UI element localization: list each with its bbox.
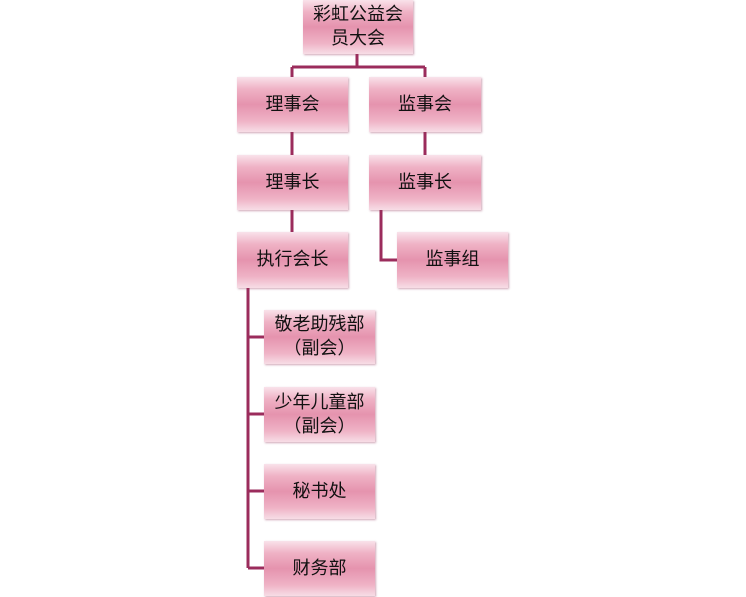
node-council: 理事会 — [237, 77, 348, 132]
node-supervisory-board: 监事会 — [369, 77, 481, 132]
connector-assembly-split — [290, 54, 427, 77]
node-chairman: 理事长 — [237, 155, 348, 210]
connector-executive-departments — [246, 288, 264, 570]
node-elderly-disabled-dept: 敬老助残部 （副会） — [264, 310, 375, 364]
node-finance-dept: 财务部 — [264, 541, 375, 596]
node-chief-supervisor: 监事长 — [369, 155, 481, 210]
node-secretariat: 秘书处 — [264, 464, 375, 519]
node-youth-children-dept: 少年儿童部 （副会） — [264, 387, 375, 442]
connector-supervisor-group — [379, 210, 397, 262]
node-general-assembly: 彩虹公益会 员大会 — [303, 0, 413, 54]
node-executive-president: 执行会长 — [237, 232, 348, 288]
node-supervisory-group: 监事组 — [397, 232, 508, 288]
